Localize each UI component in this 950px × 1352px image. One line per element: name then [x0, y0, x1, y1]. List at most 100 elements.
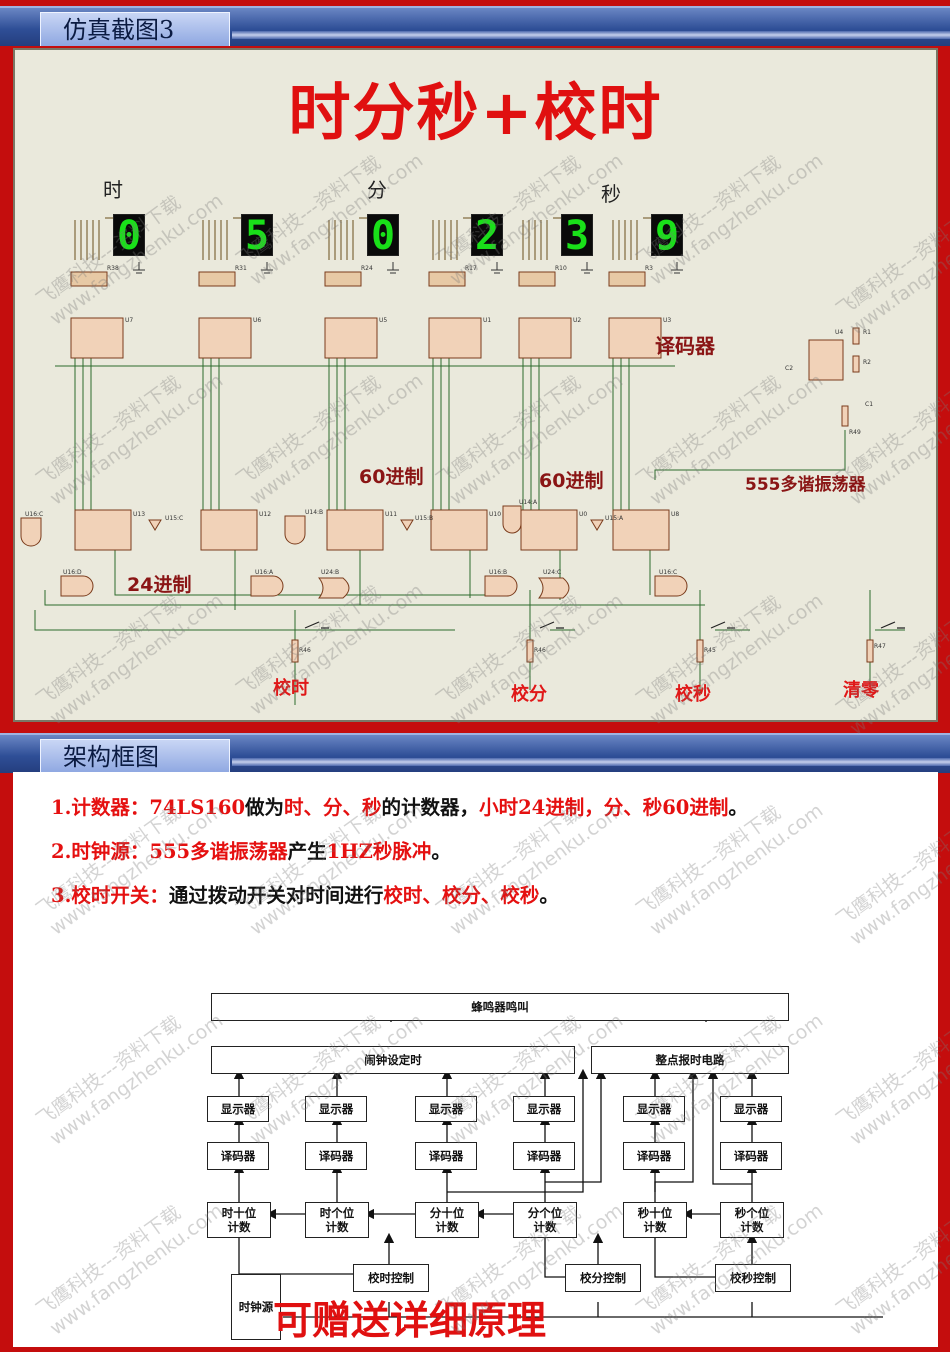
ref-label: U2 [573, 317, 581, 324]
block-display-second-tens: 显示器 [623, 1096, 685, 1122]
ref-label: U15:B [415, 515, 433, 522]
note-number: 3. [51, 884, 72, 907]
set-minute-button[interactable]: 校分 [511, 684, 547, 705]
ref-label: U16:D [63, 569, 82, 576]
block-display-minute-ones: 显示器 [513, 1096, 575, 1122]
ref-label: U16:C [25, 511, 43, 518]
block-decoder-hour-ones: 译码器 [305, 1142, 367, 1170]
ref-label: C2 [785, 365, 793, 372]
simulation-title: 时分秒+校时 [288, 76, 663, 149]
ref-label: U0 [579, 511, 587, 518]
block-display-hour-tens: 显示器 [207, 1096, 269, 1122]
display-second-tens: 3 [561, 214, 593, 257]
simulation-screenshot: 时分秒+校时 [13, 48, 938, 722]
ref-label: R1 [863, 329, 871, 336]
section-tab-simulation: 仿真截图3 [40, 12, 230, 46]
note-text: 的计数器， [381, 796, 480, 819]
note-key: 计数器： [71, 796, 150, 819]
ref-label: U14:A [519, 499, 538, 506]
note-key: 小时24进制，分、秒60进制 [479, 796, 729, 819]
set-second-button[interactable]: 校秒 [675, 684, 711, 705]
display-minute-tens: 0 [367, 214, 399, 257]
block-decoder-hour-tens: 译码器 [207, 1142, 269, 1170]
note-text: 做为 [245, 796, 285, 819]
block-clock-source: 时钟源 [231, 1274, 281, 1340]
note-text: 。 [539, 884, 559, 907]
ref-label: R45 [704, 647, 716, 654]
architecture-panel: 1.计数器：74LS160做为时、分、秒的计数器，小时24进制，分、秒60进制。… [13, 772, 938, 1347]
ref-label: U6 [253, 317, 261, 324]
hour-group-label: 时 [103, 178, 123, 202]
note-part: 555多谐振荡器 [149, 840, 288, 863]
ref-label: R31 [235, 265, 247, 272]
ref-label: R47 [874, 643, 886, 650]
note-text: 。 [431, 840, 451, 863]
section-header-architecture: 架构框图 [0, 733, 950, 773]
block-set-hour-control: 校时控制 [353, 1264, 429, 1292]
second-group-label: 秒 [601, 182, 621, 206]
note-text: 通过拨动开关对时间进行 [168, 884, 384, 907]
ref-label: U8 [671, 511, 679, 518]
ref-label: C1 [865, 401, 873, 408]
block-set-minute-control: 校分控制 [565, 1264, 641, 1292]
ref-label: U13 [133, 511, 145, 518]
ref-label: U4 [835, 329, 843, 336]
block-counter-minute-tens: 分十位计数 [415, 1202, 479, 1238]
block-counter-second-tens: 秒十位计数 [623, 1202, 687, 1238]
block-display-second-ones: 显示器 [720, 1096, 782, 1122]
ref-label: R3 [645, 265, 653, 272]
ref-label: R10 [555, 265, 567, 272]
note-text: 。 [728, 796, 748, 819]
ref-label: U16:C [659, 569, 677, 576]
block-buzzer: 蜂鸣器鸣叫 [211, 993, 789, 1021]
ref-label: U16:A [255, 569, 274, 576]
block-counter-hour-ones: 时个位计数 [305, 1202, 369, 1238]
ref-label: U7 [125, 317, 133, 324]
decoder-label: 译码器 [655, 334, 715, 358]
block-counter-minute-ones: 分个位计数 [513, 1202, 577, 1238]
block-alarm-setting: 闹钟设定时 [211, 1046, 575, 1074]
circuit-schematic: R38 R31 R24 R17 R10 R3 U7 U6 U5 U1 U2 U3… [20, 217, 905, 705]
mod24-label: 24进制 [127, 574, 192, 596]
header-rule [232, 31, 950, 39]
note-key: 时钟源： [71, 840, 150, 863]
ref-label: U16:B [489, 569, 507, 576]
block-set-second-control: 校秒控制 [715, 1264, 791, 1292]
promo-text: 可赠送详细原理 [273, 1299, 547, 1344]
note-key: 校时开关： [71, 884, 169, 907]
display-hour-ones: 5 [241, 214, 273, 257]
display-minute-ones: 2 [471, 214, 503, 257]
block-display-minute-tens: 显示器 [415, 1096, 477, 1122]
ref-label: R24 [361, 265, 373, 272]
block-hourly-chime: 整点报时电路 [591, 1046, 789, 1074]
minute-group-label: 分 [367, 178, 387, 202]
note-number: 2. [51, 840, 72, 863]
note-key: 时、分、秒 [284, 796, 382, 819]
set-hour-button[interactable]: 校时 [273, 678, 309, 699]
note-clock-source: 2.时钟源：555多谐振荡器产生1HZ秒脉冲。 [51, 835, 451, 864]
ref-label: R46 [299, 647, 311, 654]
note-key: 校时、校分、校秒 [383, 884, 540, 907]
oscillator-label: 555多谐振荡器 [745, 475, 866, 495]
ref-label: U15:A [605, 515, 624, 522]
block-decoder-minute-ones: 译码器 [513, 1142, 575, 1170]
ref-label: U11 [385, 511, 397, 518]
ref-label: U15:C [165, 515, 183, 522]
note-number: 1. [51, 796, 72, 819]
header-rule [232, 758, 950, 766]
ref-label: U14:B [305, 509, 323, 516]
block-diagram-connectors [233, 994, 883, 1318]
mod60-label-second: 60进制 [539, 470, 604, 492]
note-counter: 1.计数器：74LS160做为时、分、秒的计数器，小时24进制，分、秒60进制。 [51, 791, 748, 820]
display-hour-tens: 0 [113, 214, 145, 257]
ref-label: R2 [863, 359, 871, 366]
clear-button[interactable]: 清零 [843, 680, 879, 701]
note-part: 74LS160 [149, 796, 246, 819]
ref-label: R17 [465, 265, 477, 272]
ref-label: U10 [489, 511, 501, 518]
mod60-label-minute: 60进制 [359, 466, 424, 488]
block-decoder-minute-tens: 译码器 [415, 1142, 477, 1170]
block-decoder-second-ones: 译码器 [720, 1142, 782, 1170]
section-tab-architecture: 架构框图 [40, 739, 230, 773]
ref-label: U24:C [543, 569, 561, 576]
